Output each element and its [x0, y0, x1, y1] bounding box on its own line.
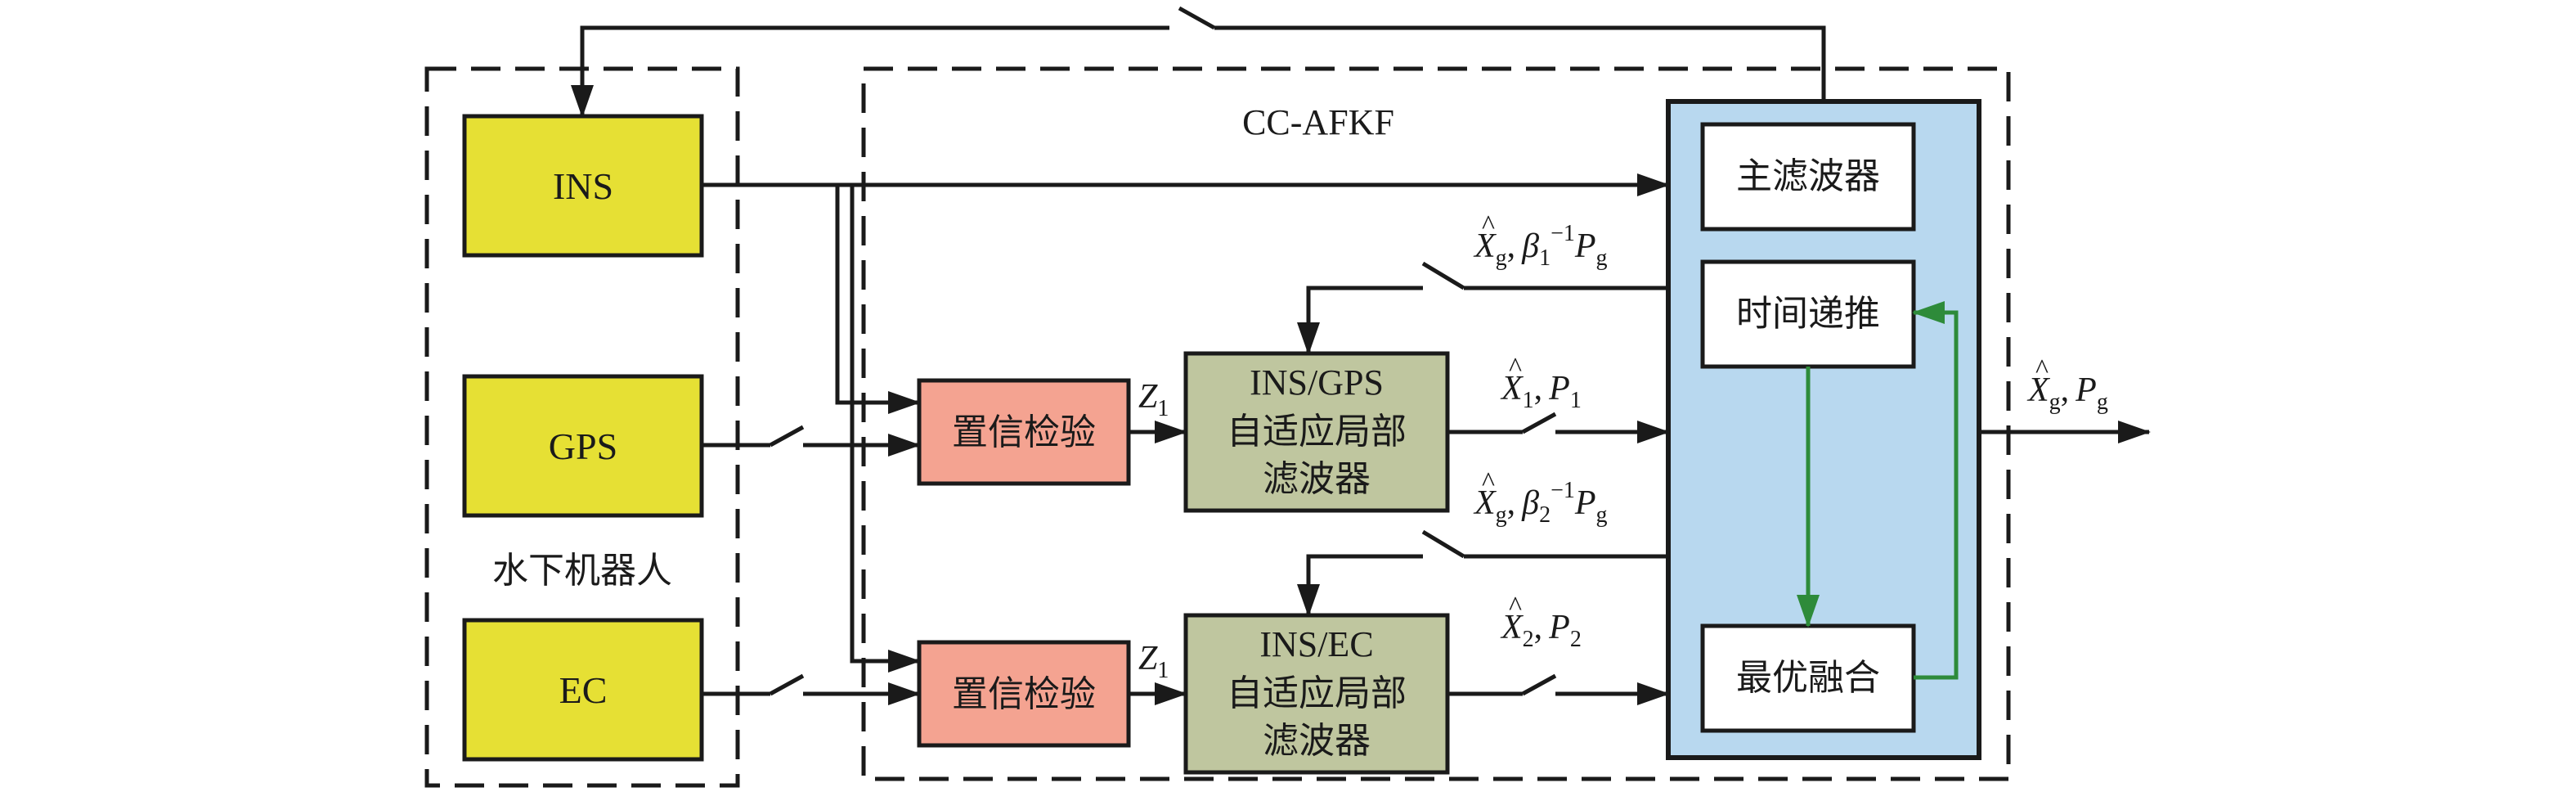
gps-label: GPS [549, 425, 617, 467]
optimal-fusion-label: 最优融合 [1736, 657, 1880, 699]
confidence-check-label-bottom: 置信检验 [952, 673, 1096, 715]
robot-group-label: 水下机器人 [492, 550, 672, 592]
xg-beta1-label: ^ Xg,β1−1Pg [1473, 210, 1608, 271]
ec-filter-label-3: 滤波器 [1263, 720, 1371, 762]
gps-filter-label-3: 滤波器 [1263, 458, 1371, 500]
svg-text:Xg,β1−1Pg: Xg,β1−1Pg [1473, 221, 1608, 271]
gps-filter-to-master-wire [1447, 412, 1670, 443]
svg-text:^: ^ [1509, 592, 1522, 622]
confidence-check-label-top: 置信检验 [952, 412, 1096, 453]
time-update-block [1700, 259, 1916, 369]
main-filter-label: 主滤波器 [1736, 155, 1880, 197]
ec-filter-label-1: INS/EC [1259, 624, 1373, 664]
svg-text:^: ^ [1482, 467, 1495, 497]
time-update-label: 时间递推 [1736, 293, 1880, 335]
gps-to-check-wire [702, 425, 921, 457]
feedback-to-ec-filter-wire [1297, 529, 1668, 617]
svg-text:X1,P1: X1,P1 [1500, 370, 1582, 413]
main-filter-block [1700, 122, 1916, 232]
svg-text:Xg,Pg: Xg,Pg [2026, 371, 2108, 415]
svg-text:^: ^ [1482, 210, 1495, 241]
ec-filter-to-master-wire [1447, 673, 1670, 705]
feedback-to-gps-filter-wire [1297, 261, 1668, 355]
ec-to-check-wire [702, 673, 921, 705]
gps-filter-label-2: 自适应局部 [1227, 411, 1407, 452]
gps-filter-label-1: INS/GPS [1250, 362, 1384, 403]
svg-text:Xg,β2−1Pg: Xg,β2−1Pg [1473, 478, 1608, 528]
ec-filter-label-2: 自适应局部 [1227, 673, 1407, 714]
output-xg-pg-label: ^ Xg,Pg [2026, 354, 2108, 415]
z1-label-top: Z1 [1138, 378, 1169, 421]
x2-p2-label: ^ X2,P2 [1500, 592, 1582, 652]
svg-text:^: ^ [1509, 353, 1522, 383]
ins-tap-wires [835, 185, 921, 673]
gps-block [462, 374, 704, 518]
optimal-fusion-block [1700, 623, 1916, 733]
fusion-to-time-arrow [1912, 301, 1959, 680]
svg-text:X2,P2: X2,P2 [1500, 609, 1582, 652]
ins-block [462, 114, 704, 258]
feedback-to-ins-wire [571, 6, 1826, 118]
svg-text:^: ^ [2035, 354, 2049, 385]
z1-label-bottom: Z1 [1138, 640, 1169, 683]
xg-beta2-label: ^ Xg,β2−1Pg [1473, 467, 1608, 528]
ec-block [462, 618, 704, 762]
afkf-group-label: CC-AFKF [1242, 102, 1394, 142]
x1-p1-label: ^ X1,P1 [1500, 353, 1582, 413]
ec-label: EC [559, 669, 608, 711]
ins-label: INS [553, 165, 613, 207]
